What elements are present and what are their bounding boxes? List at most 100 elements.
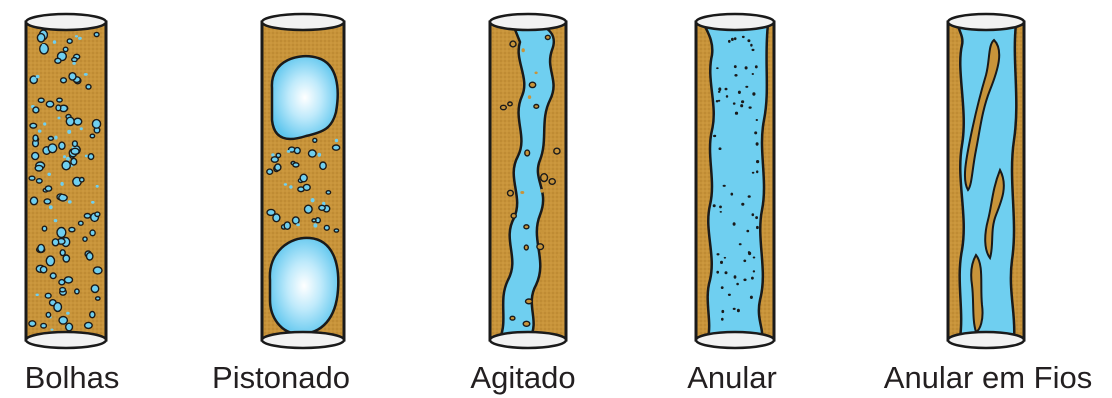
bubble: [717, 253, 720, 255]
bubble: [542, 308, 545, 312]
bubble: [56, 105, 61, 111]
bubble: [324, 225, 329, 230]
pipe-cap-bottom: [490, 332, 566, 348]
label-pistonado: Pistonado: [212, 360, 350, 396]
bubble: [303, 184, 310, 190]
bubble: [91, 201, 95, 204]
bubble: [319, 205, 325, 210]
bubble: [313, 223, 317, 227]
bubble: [79, 221, 84, 225]
bubble: [318, 153, 322, 157]
bubble: [271, 153, 274, 156]
bubble: [67, 39, 72, 43]
bubble: [46, 312, 50, 317]
bubble: [740, 104, 743, 107]
pipe-anular: [696, 14, 774, 348]
bubble: [716, 271, 719, 274]
bubble: [734, 74, 737, 77]
bubble: [743, 260, 746, 263]
bubble: [33, 135, 38, 141]
bubble: [48, 137, 53, 141]
bubble: [38, 98, 44, 102]
bubble: [540, 189, 543, 193]
bubble: [44, 199, 51, 204]
bubble: [718, 100, 720, 102]
bubble: [68, 200, 72, 203]
bubble: [554, 148, 560, 154]
bubble: [754, 131, 757, 134]
bubble: [749, 106, 752, 108]
bubble: [284, 183, 287, 186]
pipe-cap-bottom: [948, 332, 1024, 348]
bubble: [83, 237, 87, 241]
bubble: [755, 216, 758, 219]
bubble: [60, 288, 66, 292]
bubble: [84, 73, 88, 76]
label-bolhas: Bolhas: [25, 360, 120, 396]
bubble: [59, 142, 65, 149]
bubble: [74, 118, 82, 125]
bubble: [80, 178, 84, 182]
bubble: [271, 157, 278, 162]
bubble: [747, 39, 750, 42]
bubble: [751, 277, 754, 280]
bubble: [755, 65, 758, 68]
bubble: [50, 273, 56, 279]
bubble: [534, 105, 539, 109]
bubble: [90, 230, 95, 236]
bubble: [36, 75, 40, 78]
bubble: [66, 157, 70, 161]
bubble: [33, 107, 39, 113]
bubble: [528, 95, 531, 99]
bubble: [734, 37, 737, 40]
pipe-cap-bottom: [26, 332, 106, 348]
bubble: [743, 279, 746, 282]
bubble: [750, 44, 752, 47]
bubble: [29, 176, 35, 180]
bubble: [510, 316, 515, 320]
bubble: [726, 95, 728, 98]
bubble: [738, 91, 741, 94]
bubble: [728, 294, 731, 296]
bubble: [48, 144, 56, 153]
bubble: [78, 37, 82, 40]
bubble: [734, 65, 737, 68]
bubble: [557, 255, 560, 258]
bubble: [545, 35, 550, 39]
bubble: [84, 214, 90, 219]
bubble: [508, 102, 512, 106]
bubble: [88, 154, 93, 160]
bubble: [37, 34, 44, 42]
bubble: [289, 185, 292, 188]
bubble: [275, 164, 281, 171]
bubble: [52, 239, 58, 246]
bubble: [559, 82, 562, 84]
bubble: [752, 213, 755, 216]
bubble: [507, 134, 511, 137]
gas-core: [704, 24, 768, 338]
bubble: [731, 38, 734, 41]
bubble: [746, 230, 749, 233]
bubble: [508, 190, 514, 196]
bubble: [756, 119, 758, 121]
bubble: [736, 283, 739, 286]
bubble: [287, 150, 291, 153]
bubble: [38, 130, 42, 133]
bubble: [313, 138, 317, 142]
bubble: [72, 62, 76, 65]
bubble: [320, 162, 326, 169]
bubble: [520, 191, 524, 194]
label-agitado: Agitado: [470, 360, 575, 396]
bubble: [66, 312, 70, 315]
bubble: [335, 139, 338, 143]
bubble: [49, 205, 53, 209]
bubble: [718, 87, 721, 91]
bubble: [721, 286, 724, 289]
bubble: [45, 186, 51, 191]
bubble: [756, 170, 758, 173]
bubble: [734, 275, 737, 278]
bubble: [522, 48, 525, 52]
bubble: [541, 230, 544, 234]
